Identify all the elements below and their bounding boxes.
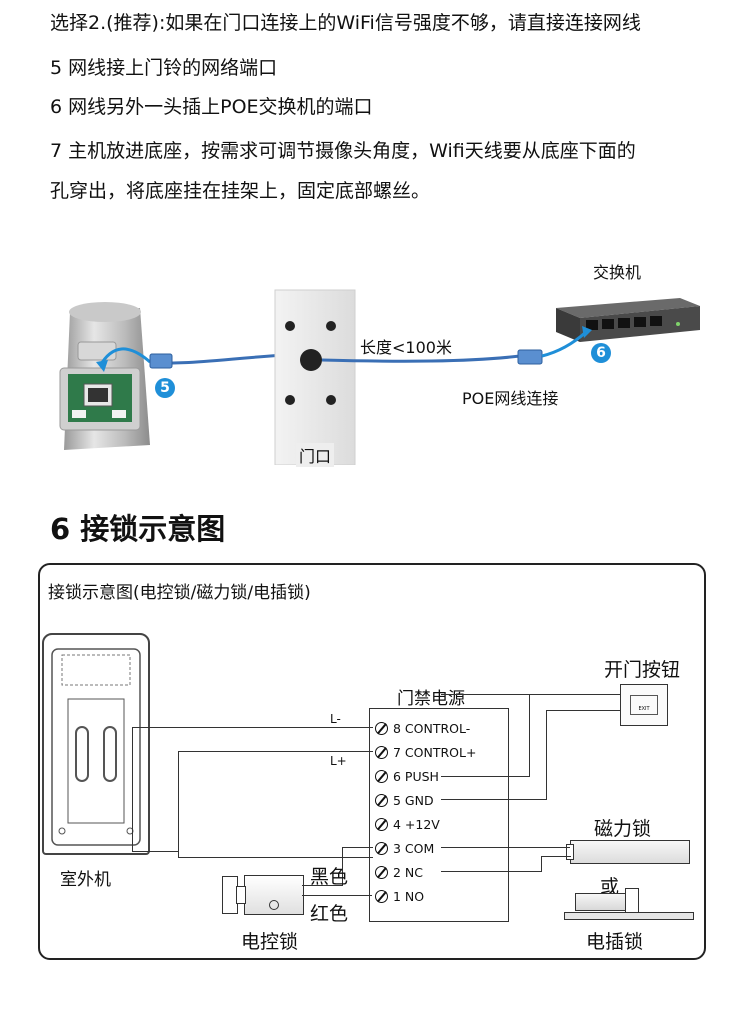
red-wire-label: 红色: [310, 903, 349, 925]
terminal-4: 4 +12V: [375, 817, 440, 832]
wire-push-top: [529, 694, 620, 695]
l-plus-label: L+: [330, 754, 347, 768]
outdoor-unit-svg: [51, 648, 141, 846]
doorbell-device: [59, 302, 150, 450]
terminal-8-label: 8 CONTROL-: [393, 721, 471, 736]
step-line-5: 孔穿出，将底座挂在挂架上，固定底部螺丝。: [50, 180, 431, 202]
terminal-7: 7 CONTROL+: [375, 745, 476, 760]
wire-gnd: [441, 710, 547, 800]
wire-nc: [441, 871, 541, 872]
wire-black: [302, 885, 342, 886]
terminal-2: 2 NC: [375, 865, 423, 880]
screw-icon: [375, 746, 388, 759]
cable-length-label: 长度<100米: [360, 338, 452, 357]
keyhole-icon: [269, 900, 279, 910]
exit-button-face: EXIT: [630, 695, 658, 715]
rj45-plug-left: [149, 353, 173, 369]
electric-lock-bolt: [236, 886, 246, 904]
poe-switch: [556, 298, 700, 342]
or-label: 或: [600, 876, 620, 898]
terminal-6: 6 PUSH: [375, 769, 439, 784]
step-line-4: 7 主机放进底座，按需求可调节摄像头角度，Wifi天线要从底座下面的: [50, 140, 636, 162]
arrow-to-port: [98, 347, 151, 367]
wire-l-plus: [178, 751, 373, 858]
terminal-1-label: 1 NO: [393, 889, 425, 904]
badge-6: 6: [591, 343, 611, 363]
l-minus-label: L-: [330, 712, 341, 726]
network-cable-right: [321, 354, 521, 363]
electric-lock-device: [244, 875, 304, 915]
electric-lock-label: 电控锁: [241, 931, 299, 953]
terminal-3-label: 3 COM: [393, 841, 435, 856]
installation-illustration: [0, 250, 750, 466]
screw-icon: [375, 770, 388, 783]
diagram-title: 接锁示意图(电控锁/磁力锁/电插锁): [48, 583, 311, 603]
step-line-2: 5 网线接上门铃的网络端口: [50, 57, 278, 79]
wire-black-up: [342, 847, 373, 886]
electric-bolt-base: [564, 912, 694, 920]
screw-icon: [375, 818, 388, 831]
wiring-diagram-frame: [38, 563, 706, 960]
maglock-label: 磁力锁: [594, 818, 652, 840]
exit-button-label: 开门按钮: [604, 659, 681, 681]
wire-outdoor-bottom: [132, 851, 178, 852]
screw-icon: [375, 890, 388, 903]
terminal-7-label: 7 CONTROL+: [393, 745, 477, 760]
rj45-plug-right: [517, 349, 543, 365]
terminal-2-label: 2 NC: [393, 865, 424, 880]
black-wire-label: 黑色: [310, 866, 349, 888]
installation-svg: [59, 289, 700, 466]
screw-icon: [375, 866, 388, 879]
maglock-plate: [566, 844, 574, 860]
power-supply-box: [369, 708, 509, 922]
electric-bolt-tongue: [625, 888, 639, 914]
wall-panel: [274, 289, 356, 466]
terminal-5-label: 5 GND: [393, 793, 434, 808]
screw-icon: [375, 842, 388, 855]
step-line-1: 选择2.(推荐):如果在门口连接上的WiFi信号强度不够，请直接连接网线: [50, 12, 641, 34]
terminal-4-label: 4 +12V: [393, 817, 440, 832]
exit-button: EXIT: [620, 684, 668, 726]
wire-l-minus: [132, 727, 373, 852]
wire-gnd-top: [546, 710, 620, 711]
wire-red: [302, 895, 372, 896]
outdoor-unit-label: 室外机: [60, 870, 111, 890]
arrow-to-switch: [541, 330, 588, 358]
screw-icon: [375, 794, 388, 807]
poe-connection-label: POE网线连接: [462, 389, 559, 408]
maglock-device: [570, 840, 690, 864]
bolt-label: 电插锁: [586, 931, 644, 953]
exit-text: EXIT: [638, 706, 650, 712]
screw-icon: [375, 722, 388, 735]
terminal-5: 5 GND: [375, 793, 434, 808]
terminal-6-label: 6 PUSH: [393, 769, 439, 784]
badge-5-text: 5: [160, 380, 170, 396]
switch-label: 交换机: [593, 263, 642, 282]
section-title: 6 接锁示意图: [50, 512, 226, 546]
terminal-3: 3 COM: [375, 841, 434, 856]
badge-6-text: 6: [596, 345, 606, 361]
terminal-8: 8 CONTROL-: [375, 721, 470, 736]
terminal-1: 1 NO: [375, 889, 424, 904]
wire-com: [441, 847, 570, 848]
badge-5: 5: [155, 378, 175, 398]
wire-nc-up: [541, 856, 571, 872]
wire-push: [441, 694, 530, 777]
step-line-3: 6 网线另外一头插上POE交换机的端口: [50, 96, 373, 118]
door-label: 门口: [296, 443, 335, 467]
